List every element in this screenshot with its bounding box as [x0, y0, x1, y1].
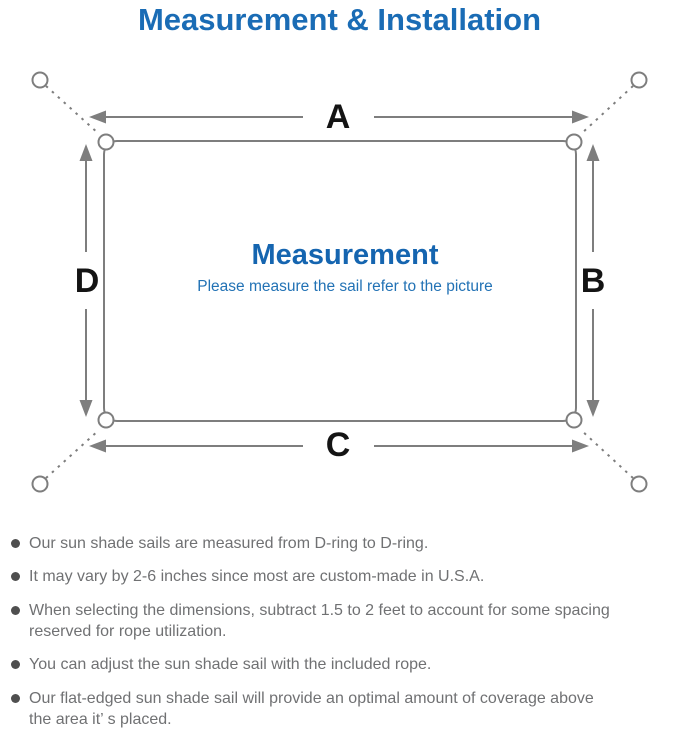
- note-item: When selecting the dimensions, subtract …: [11, 600, 610, 642]
- anchor-ring-icon-bottom-right: [630, 475, 648, 493]
- note-text: Our flat-edged sun shade sail will provi…: [29, 688, 594, 730]
- dimension-arrow-c: [89, 439, 589, 453]
- bullet-icon: [11, 660, 20, 669]
- diagram-subtitle: Please measure the sail refer to the pic…: [197, 278, 493, 295]
- note-line: the area it’ s placed.: [29, 711, 172, 728]
- dimension-arrow-a: [89, 110, 589, 124]
- rope-dashed-line-bottom-left: [45, 429, 100, 479]
- dimension-arrow-d: [79, 144, 93, 417]
- dimension-label-b: B: [580, 262, 606, 300]
- rope-dashed-line-top-left: [45, 85, 100, 135]
- sail-diagram-graphic: [31, 71, 648, 493]
- note-line: You can adjust the sun shade sail with t…: [29, 656, 432, 673]
- note-line: Our flat-edged sun shade sail will provi…: [29, 690, 594, 707]
- note-text: When selecting the dimensions, subtract …: [29, 600, 610, 642]
- note-line: It may vary by 2-6 inches since most are…: [29, 568, 485, 585]
- note-item: Our flat-edged sun shade sail will provi…: [11, 688, 594, 730]
- anchor-rings: [31, 71, 648, 493]
- d-rings: [97, 133, 583, 429]
- anchor-ring-icon-top-right: [630, 71, 648, 89]
- page-title: Measurement & Installation: [137, 2, 542, 37]
- anchor-ring-icon-top-left: [31, 71, 49, 89]
- bullet-icon: [11, 606, 20, 615]
- note-line: When selecting the dimensions, subtract …: [29, 602, 610, 619]
- dimension-label-a: A: [325, 98, 351, 136]
- note-line: reserved for rope utilization.: [29, 623, 227, 640]
- bullet-icon: [11, 572, 20, 581]
- note-text: You can adjust the sun shade sail with t…: [29, 654, 431, 675]
- anchor-ring-icon-bottom-left: [31, 475, 49, 493]
- sail-outline: [103, 140, 577, 422]
- rope-dashed-line-bottom-right: [580, 429, 634, 479]
- dimension-label-d: D: [74, 262, 100, 300]
- note-item: Our sun shade sails are measured from D-…: [11, 533, 428, 554]
- dimension-arrow-b: [586, 144, 600, 417]
- d-ring-icon-top-right: [565, 133, 583, 151]
- note-text: Our sun shade sails are measured from D-…: [29, 533, 428, 554]
- d-ring-icon-bottom-right: [565, 411, 583, 429]
- note-text: It may vary by 2-6 inches since most are…: [29, 566, 484, 587]
- dimension-label-c: C: [325, 426, 351, 464]
- note-item: It may vary by 2-6 inches since most are…: [11, 566, 484, 587]
- bullet-icon: [11, 694, 20, 703]
- note-line: Our sun shade sails are measured from D-…: [29, 535, 429, 552]
- d-ring-icon-bottom-left: [97, 411, 115, 429]
- diagram-heading: Measurement: [251, 239, 439, 271]
- rope-dashed-line-top-right: [580, 85, 634, 135]
- bullet-icon: [11, 539, 20, 548]
- note-item: You can adjust the sun shade sail with t…: [11, 654, 431, 675]
- d-ring-icon-top-left: [97, 133, 115, 151]
